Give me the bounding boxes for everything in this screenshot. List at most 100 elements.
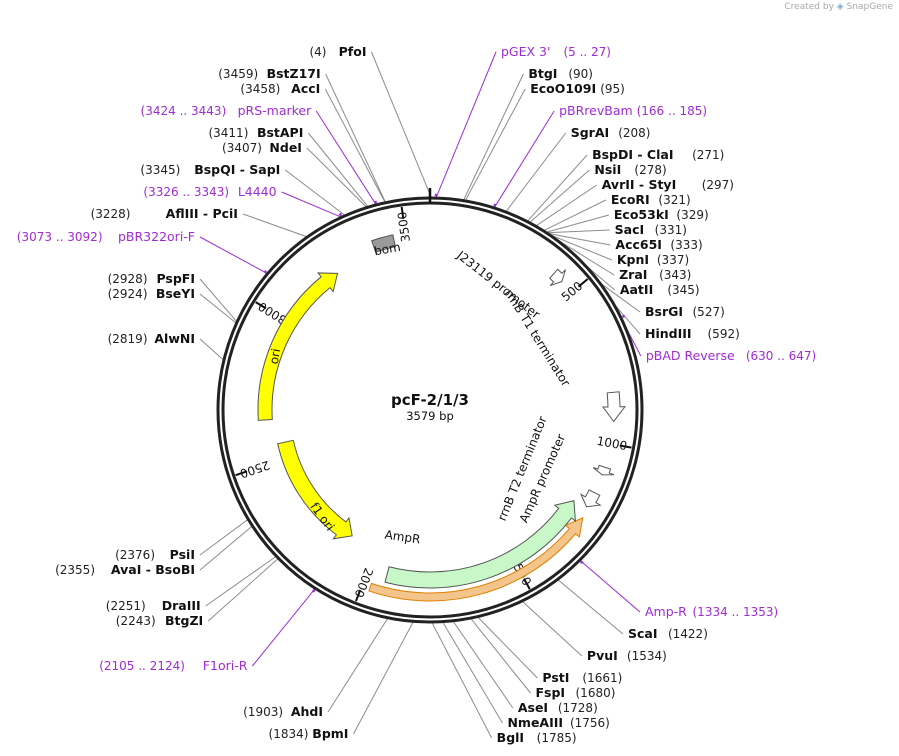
site-label-37[interactable]: BstZ17I(3459) (218, 66, 320, 81)
site-label-9[interactable]: SacI(331) (615, 222, 687, 237)
site-label-18[interactable]: PstI(1661) (542, 670, 622, 685)
site-name: NsiI (594, 162, 621, 177)
site-leader-32 (242, 213, 308, 238)
primer-leader-3 (579, 559, 641, 613)
site-position: (2928) (108, 272, 148, 286)
site-label-15[interactable]: HindIII(592) (645, 326, 740, 341)
primer-label-6[interactable]: L4440(3326 .. 3343) (143, 184, 276, 199)
feature-rrnb-t1-terminator[interactable] (601, 391, 627, 423)
site-position: (1680) (576, 686, 616, 700)
site-name: AatII (620, 282, 653, 297)
site-name: AseI (518, 700, 548, 715)
site-label-1[interactable]: BtgI(90) (528, 66, 593, 81)
feature-bom[interactable] (371, 234, 396, 253)
tick-mark-3000 (255, 301, 267, 310)
site-leader-20 (452, 620, 514, 709)
primer-label-0[interactable]: pGEX 3'(5 .. 27) (501, 44, 611, 59)
site-label-26[interactable]: DraIII(2251) (106, 598, 201, 613)
site-name: AvaI - BsoBI (111, 562, 195, 577)
primer-leader-4 (252, 588, 316, 667)
site-label-32[interactable]: AflIII - PciI(3228) (91, 206, 238, 221)
site-label-7[interactable]: EcoRI(321) (611, 192, 691, 207)
site-name: BpmI (312, 726, 348, 741)
site-position: (208) (618, 126, 650, 140)
site-label-31[interactable]: PspFI(2928) (108, 271, 195, 286)
feature-j23119-promoter[interactable] (548, 268, 566, 287)
site-name: PstI (542, 670, 569, 685)
feature-ori[interactable] (257, 272, 339, 421)
site-label-34[interactable]: NdeI(3407) (222, 140, 302, 155)
site-leader-5 (529, 169, 590, 224)
snapgene-branding: Created by ◈ SnapGene (784, 2, 893, 12)
feature-f1-ori[interactable] (277, 439, 353, 540)
site-label-0[interactable]: PfoI(4) (309, 44, 366, 59)
site-label-24[interactable]: AhdI(1903) (243, 704, 323, 719)
site-label-14[interactable]: BsrGI(527) (645, 304, 725, 319)
site-label-21[interactable]: NmeAIII(1756) (507, 715, 609, 730)
site-label-22[interactable]: BglI(1785) (497, 730, 577, 745)
site-position: (331) (655, 223, 687, 237)
site-label-3[interactable]: SgrAI(208) (571, 125, 651, 140)
primer-label-4[interactable]: F1ori-R (2105 .. 2124) (99, 658, 248, 673)
site-label-12[interactable]: ZraI(343) (619, 267, 691, 282)
site-leader-26 (205, 555, 277, 607)
primer-leader-0 (435, 51, 497, 199)
site-label-17[interactable]: PvuI(1534) (587, 648, 667, 663)
site-position: (2251) (106, 599, 146, 613)
site-leader-24 (327, 617, 389, 713)
site-label-35[interactable]: BstAPI (3411) (208, 125, 303, 140)
site-label-23[interactable]: BpmI(1834) (269, 726, 349, 741)
primer-label-2[interactable]: pBAD Reverse(630 .. 647) (646, 348, 816, 363)
primer-label-5[interactable]: pBR322ori-F(3073 .. 3092) (17, 229, 195, 244)
site-label-28[interactable]: PsiI(2376) (115, 547, 195, 562)
site-label-36[interactable]: AccI(3458) (240, 81, 320, 96)
site-leader-28 (199, 518, 249, 556)
site-label-10[interactable]: Acc65I(333) (615, 237, 702, 252)
site-label-19[interactable]: FspI (1680) (536, 685, 616, 700)
site-name: BglI (497, 730, 524, 745)
primer-label-7[interactable]: pRS-marker(3424 .. 3443) (141, 103, 313, 118)
site-position: (1834) (269, 727, 309, 741)
site-name: EcoO109I (530, 81, 596, 96)
site-name: PsiI (170, 547, 195, 562)
site-label-5[interactable]: NsiI(278) (594, 162, 666, 177)
feature-label-bom: bom (373, 240, 402, 258)
site-name: FspI (536, 685, 566, 700)
site-leader-25 (207, 557, 279, 622)
site-name: BstAPI (257, 125, 303, 140)
site-name: AccI (291, 81, 320, 96)
site-position: (527) (693, 305, 725, 319)
tick-mark-3500 (400, 206, 405, 219)
primer-name: F1ori-R (203, 658, 248, 673)
site-leader-37 (325, 73, 387, 203)
primer-label-3[interactable]: Amp-R(1334 .. 1353) (645, 604, 778, 619)
site-label-29[interactable]: AlwNI(2819) (108, 331, 195, 346)
site-label-6[interactable]: AvrII - StyI(297) (602, 177, 734, 192)
site-label-20[interactable]: AseI(1728) (518, 700, 598, 715)
site-label-11[interactable]: KpnI(337) (617, 252, 689, 267)
site-name: AlwNI (154, 331, 195, 346)
primer-mark-1 (493, 203, 497, 207)
site-label-30[interactable]: BseYI(2924) (108, 286, 195, 301)
site-name: BspDI - ClaI (592, 147, 673, 162)
site-label-13[interactable]: AatII(345) (620, 282, 700, 297)
primer-range: (3424 .. 3443) (141, 104, 227, 118)
primer-mark-6 (338, 212, 343, 217)
site-name: HindIII (645, 326, 692, 341)
site-position: (90) (568, 67, 593, 81)
site-label-16[interactable]: ScaI(1422) (628, 626, 708, 641)
site-label-33[interactable]: BspQI - SapI(3345) (140, 162, 280, 177)
site-label-27[interactable]: AvaI - BsoBI(2355) (55, 562, 195, 577)
feature-ampr[interactable] (384, 499, 577, 589)
site-label-2[interactable]: EcoO109I(95) (530, 81, 625, 96)
site-label-8[interactable]: Eco53kI(329) (614, 207, 709, 222)
site-position: (3411) (208, 126, 248, 140)
primer-label-1[interactable]: pBRrevBam(166 .. 185) (559, 103, 707, 118)
feature-rrnb-t2-terminator[interactable] (592, 464, 615, 476)
site-label-4[interactable]: BspDI - ClaI(271) (592, 147, 724, 162)
feature-ampr-promoter[interactable] (579, 489, 602, 508)
primer-leader-1 (493, 110, 555, 209)
site-label-25[interactable]: BtgZI(2243) (116, 613, 203, 628)
primer-range: (1334 .. 1353) (693, 605, 779, 619)
primer-range: (2105 .. 2124) (99, 659, 185, 673)
